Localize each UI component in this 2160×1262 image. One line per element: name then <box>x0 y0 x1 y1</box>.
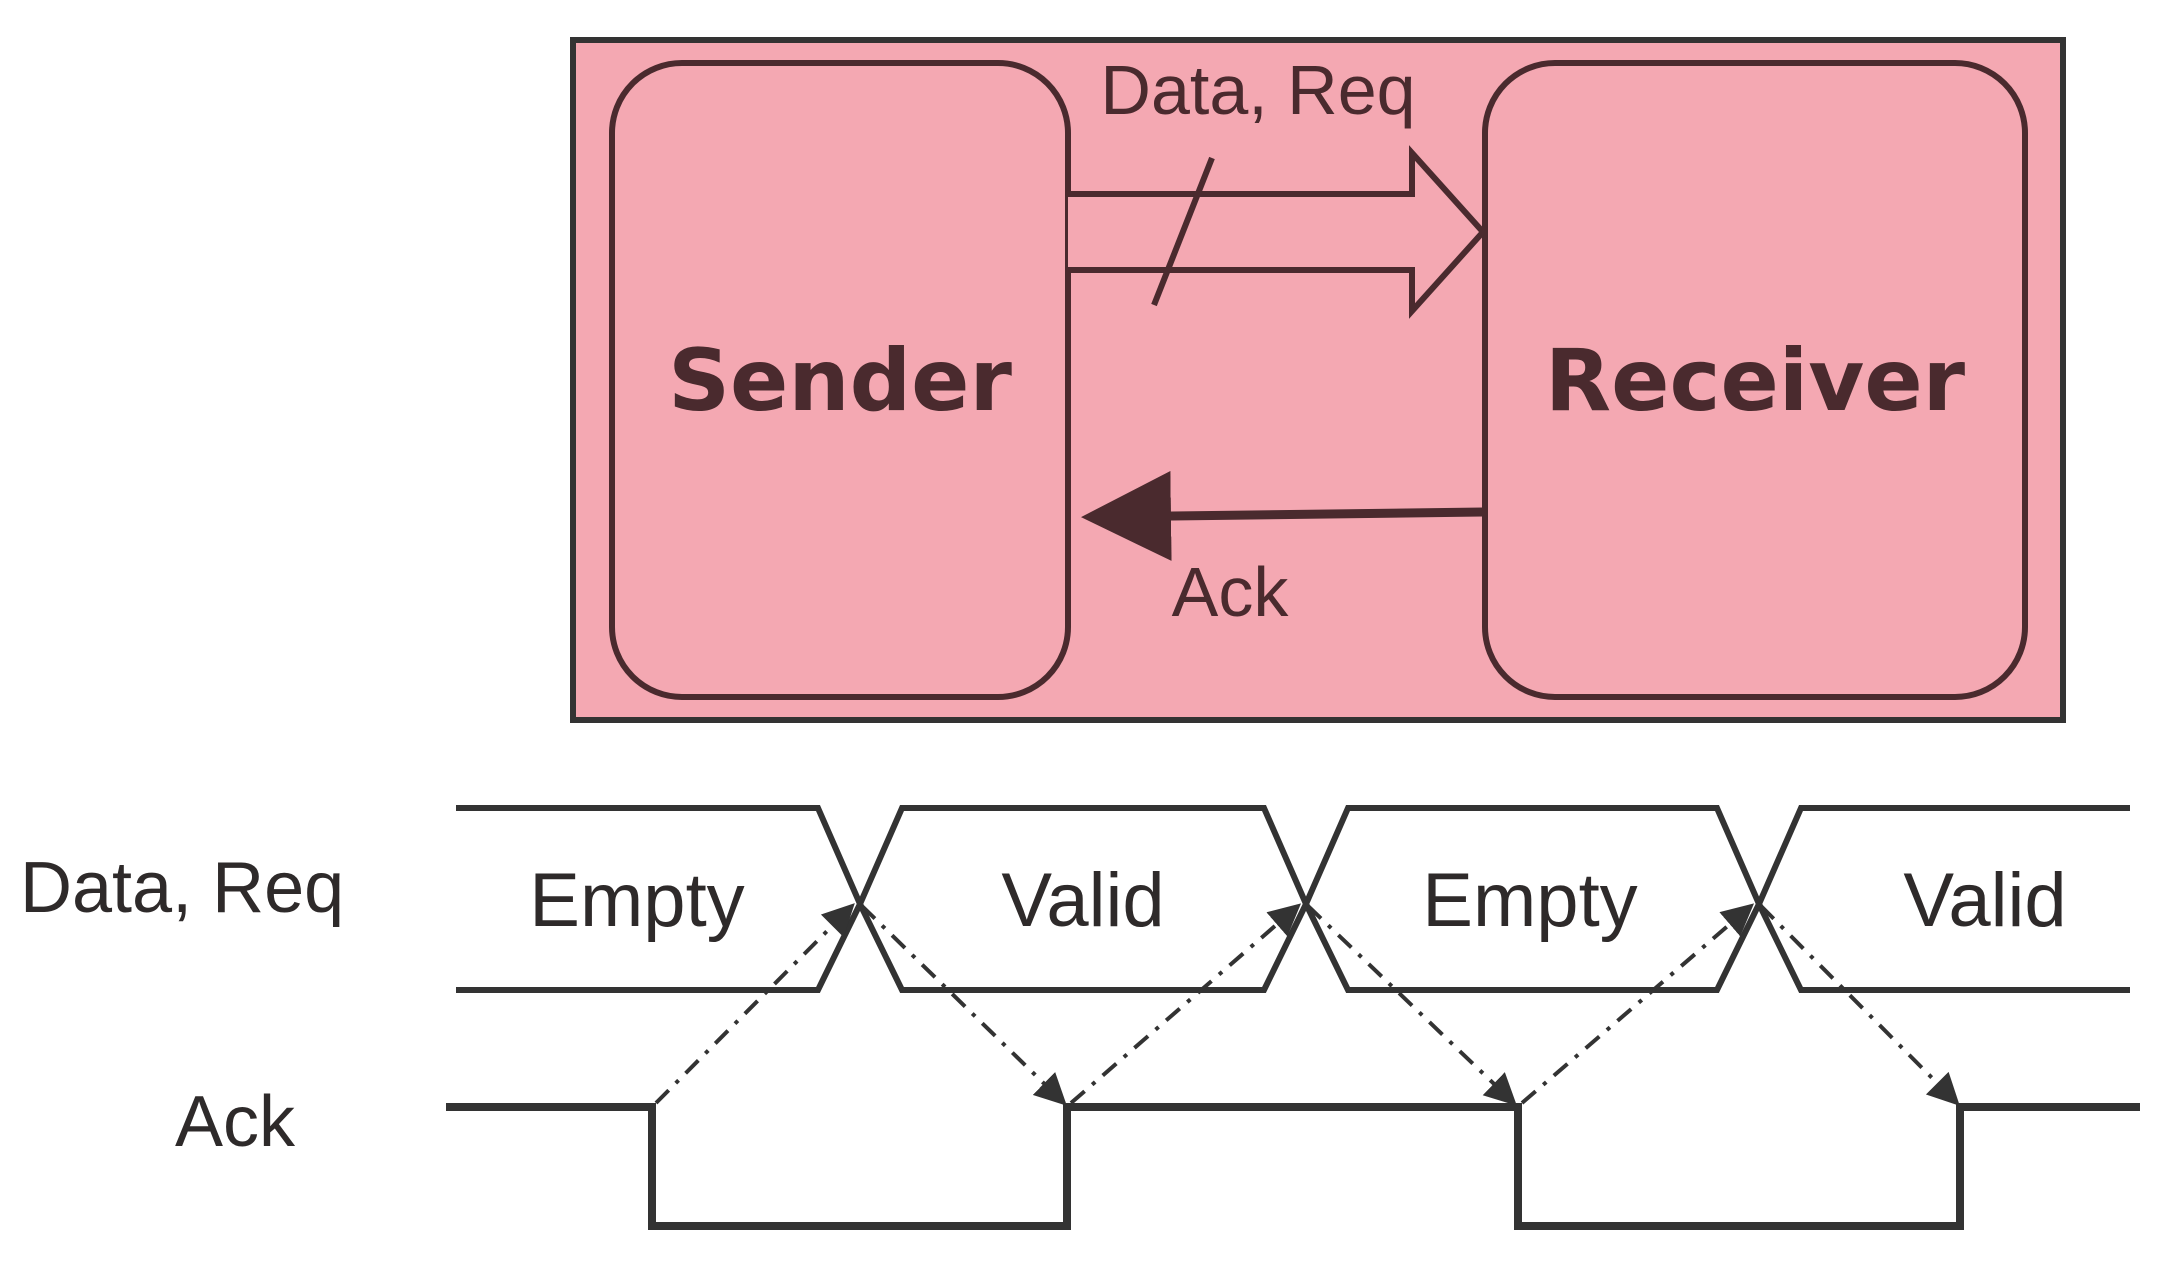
causal-arrow-4 <box>1306 904 1517 1106</box>
causal-arrow-5 <box>1520 903 1755 1105</box>
sender-label: Sender <box>668 331 1012 431</box>
causal-arrow-3 <box>1069 903 1302 1105</box>
phase-label-3: Empty <box>1422 858 1637 943</box>
timing-diagram: Data, Req Ack Empty Valid Empty Valid <box>20 805 2140 1230</box>
sender-block <box>609 60 1071 700</box>
phase-label-4: Valid <box>1903 858 2066 943</box>
phase-label-1: Empty <box>529 858 744 943</box>
bus-width-slash <box>1151 156 1215 307</box>
causal-arrow-6 <box>1759 904 1960 1106</box>
causal-arrow-2 <box>860 904 1067 1106</box>
data-req-arrow-label: Data, Req <box>1100 51 1415 129</box>
ack-waveform <box>446 1103 2140 1230</box>
ack-arrow <box>1081 470 1484 561</box>
phase-label-2: Valid <box>1001 858 1164 943</box>
data-req-bus-arrow <box>1068 145 1488 319</box>
signal-label-data-req: Data, Req <box>20 848 344 928</box>
signal-label-ack: Ack <box>175 1082 296 1162</box>
receiver-label: Receiver <box>1545 331 1966 431</box>
causality-arrows <box>654 903 1960 1106</box>
receiver-block <box>1482 60 2028 700</box>
block-diagram: Sender Receiver Data, Req Ack <box>570 37 2066 723</box>
causal-arrow-1 <box>654 903 855 1105</box>
ack-arrow-label: Ack <box>1172 553 1290 631</box>
